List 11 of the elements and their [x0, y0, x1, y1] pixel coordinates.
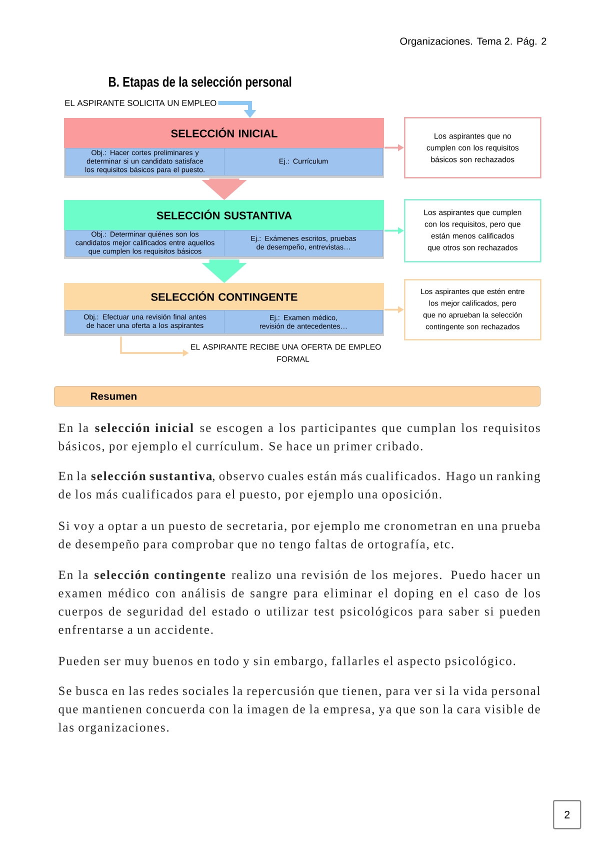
page-number-box: 2: [553, 800, 582, 830]
paragraph: Pueden ser muy buenos en todo y sin embargo, fallarles el aspecto psicológico.: [58, 656, 516, 668]
paragraph: En la selección inicial se escogen a los participantes que cumplan los requisitos básicos, por ejemplo el currículum. Se hace un primer cribado.: [58, 423, 540, 453]
paragraph: Se busca en las redes sociales la repercusión que tienen, para ver si la vida personal que mantienen concuerda con la imagen de la empresa, ya que son la cara visible de las organizaciones.: [58, 686, 540, 734]
paragraph: En la selección sustantiva, observo cuales están más cualificados. Hago un ranking de los más cualificados para el puesto, por ejemplo una oposición.: [58, 471, 540, 502]
paragraph: Si voy a optar a un puesto de secretaria, por ejemplo me cronometran en una prueba de desempeño para comprobar que no tengo faltas de ortografía, etc.: [58, 521, 540, 551]
header-text: Organizaciones. Tema 2. Pág. 2: [400, 37, 546, 47]
section-band: Resumen: [54, 386, 541, 407]
title: B. Etapas de la selección personal: [109, 76, 292, 90]
paragraph: En la selección contingente realizo una revisión de los mejores. Puedo hacer un examen médico con análisis de sangre para eliminar el doping en el caso de los cuerpos de seguridad del estado o utilizar test psicológicos para saber si pueden enfrentarse a un accidente.: [58, 570, 540, 634]
flow-text: EL ASPIRANTE SOLICITA UN EMPLEO: [65, 100, 216, 106]
